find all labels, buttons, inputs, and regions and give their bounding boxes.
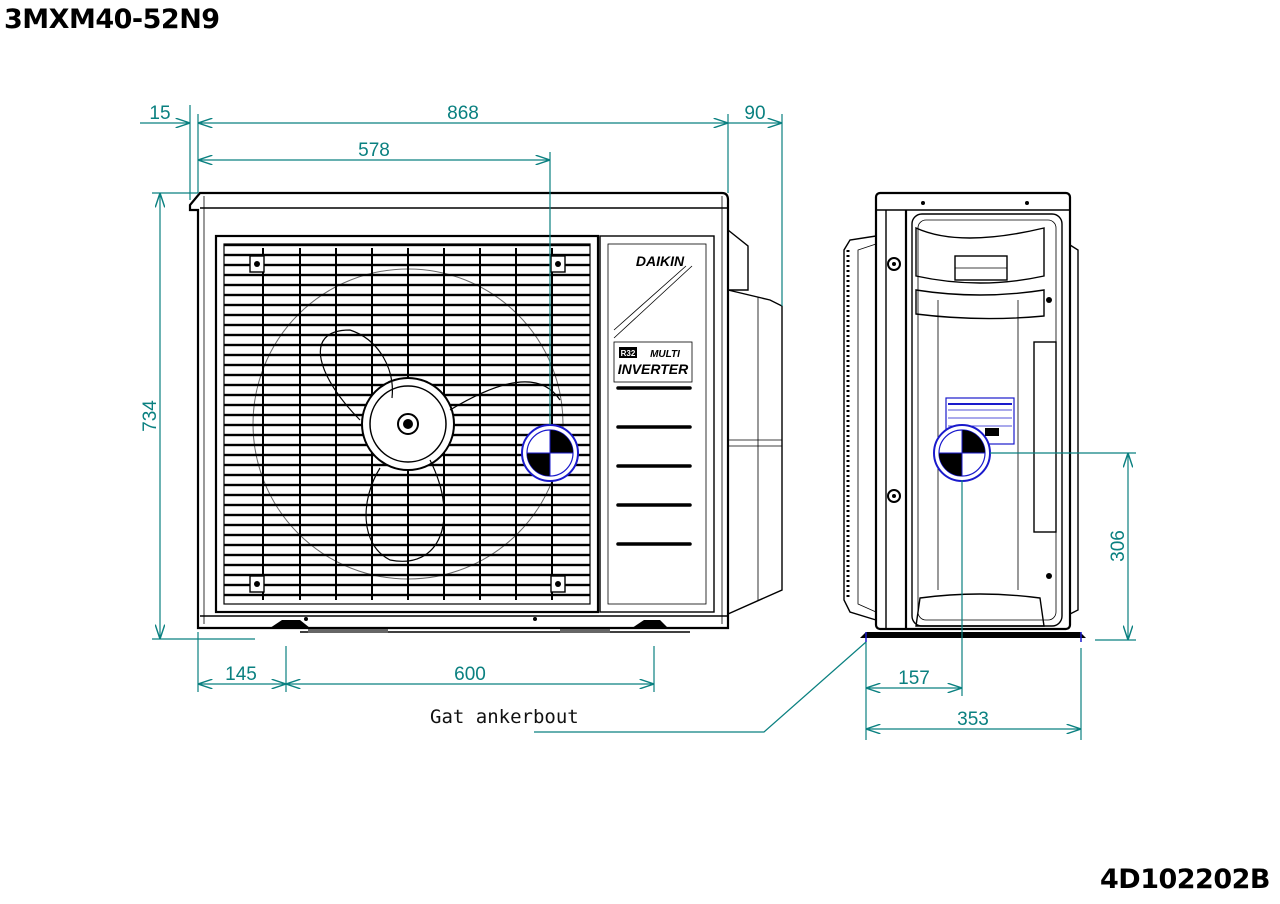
- fan-grille: [214, 234, 600, 614]
- inverter-label: INVERTER: [618, 361, 689, 377]
- valve-cover: [727, 229, 783, 615]
- dim-cog-height: 306: [1108, 530, 1129, 562]
- dim-left-offset: 15: [149, 103, 170, 124]
- side-dimensions: 157 353 306: [865, 452, 1136, 740]
- dim-depth: 353: [957, 709, 989, 730]
- grille-screws: [249, 255, 566, 593]
- center-of-gravity-side-icon: [933, 424, 991, 482]
- daikin-logo: DAIKIN: [636, 253, 685, 269]
- r32-badge: R32: [621, 349, 636, 358]
- dim-anchor-spacing: 600: [454, 664, 486, 685]
- dim-width: 868: [447, 103, 479, 124]
- document-code: 4D102202B: [1100, 864, 1271, 895]
- front-housing-outline: [188, 191, 730, 630]
- anchor-bolt-label: Gat ankerbout: [430, 706, 579, 728]
- model-title: 3MXM40-52N9: [4, 4, 220, 35]
- dim-right-protrusion: 90: [744, 103, 765, 124]
- center-of-gravity-icon: [521, 424, 579, 482]
- dim-cog-depth: 157: [898, 668, 930, 689]
- front-dimensions: 15 868 90 578 734 145 600 Gat ankerbout: [140, 103, 867, 733]
- multi-label: MULTI: [650, 349, 680, 360]
- side-view: [843, 191, 1086, 642]
- dim-anchor-left: 145: [225, 664, 257, 685]
- base-feet: [270, 617, 690, 633]
- dim-cog-x: 578: [358, 140, 390, 161]
- vent-slots: [616, 386, 692, 546]
- dim-height: 734: [140, 400, 161, 432]
- front-view: DAIKIN R32 MULTI INVERTER: [188, 191, 783, 633]
- service-panel: DAIKIN R32 MULTI INVERTER: [599, 235, 715, 613]
